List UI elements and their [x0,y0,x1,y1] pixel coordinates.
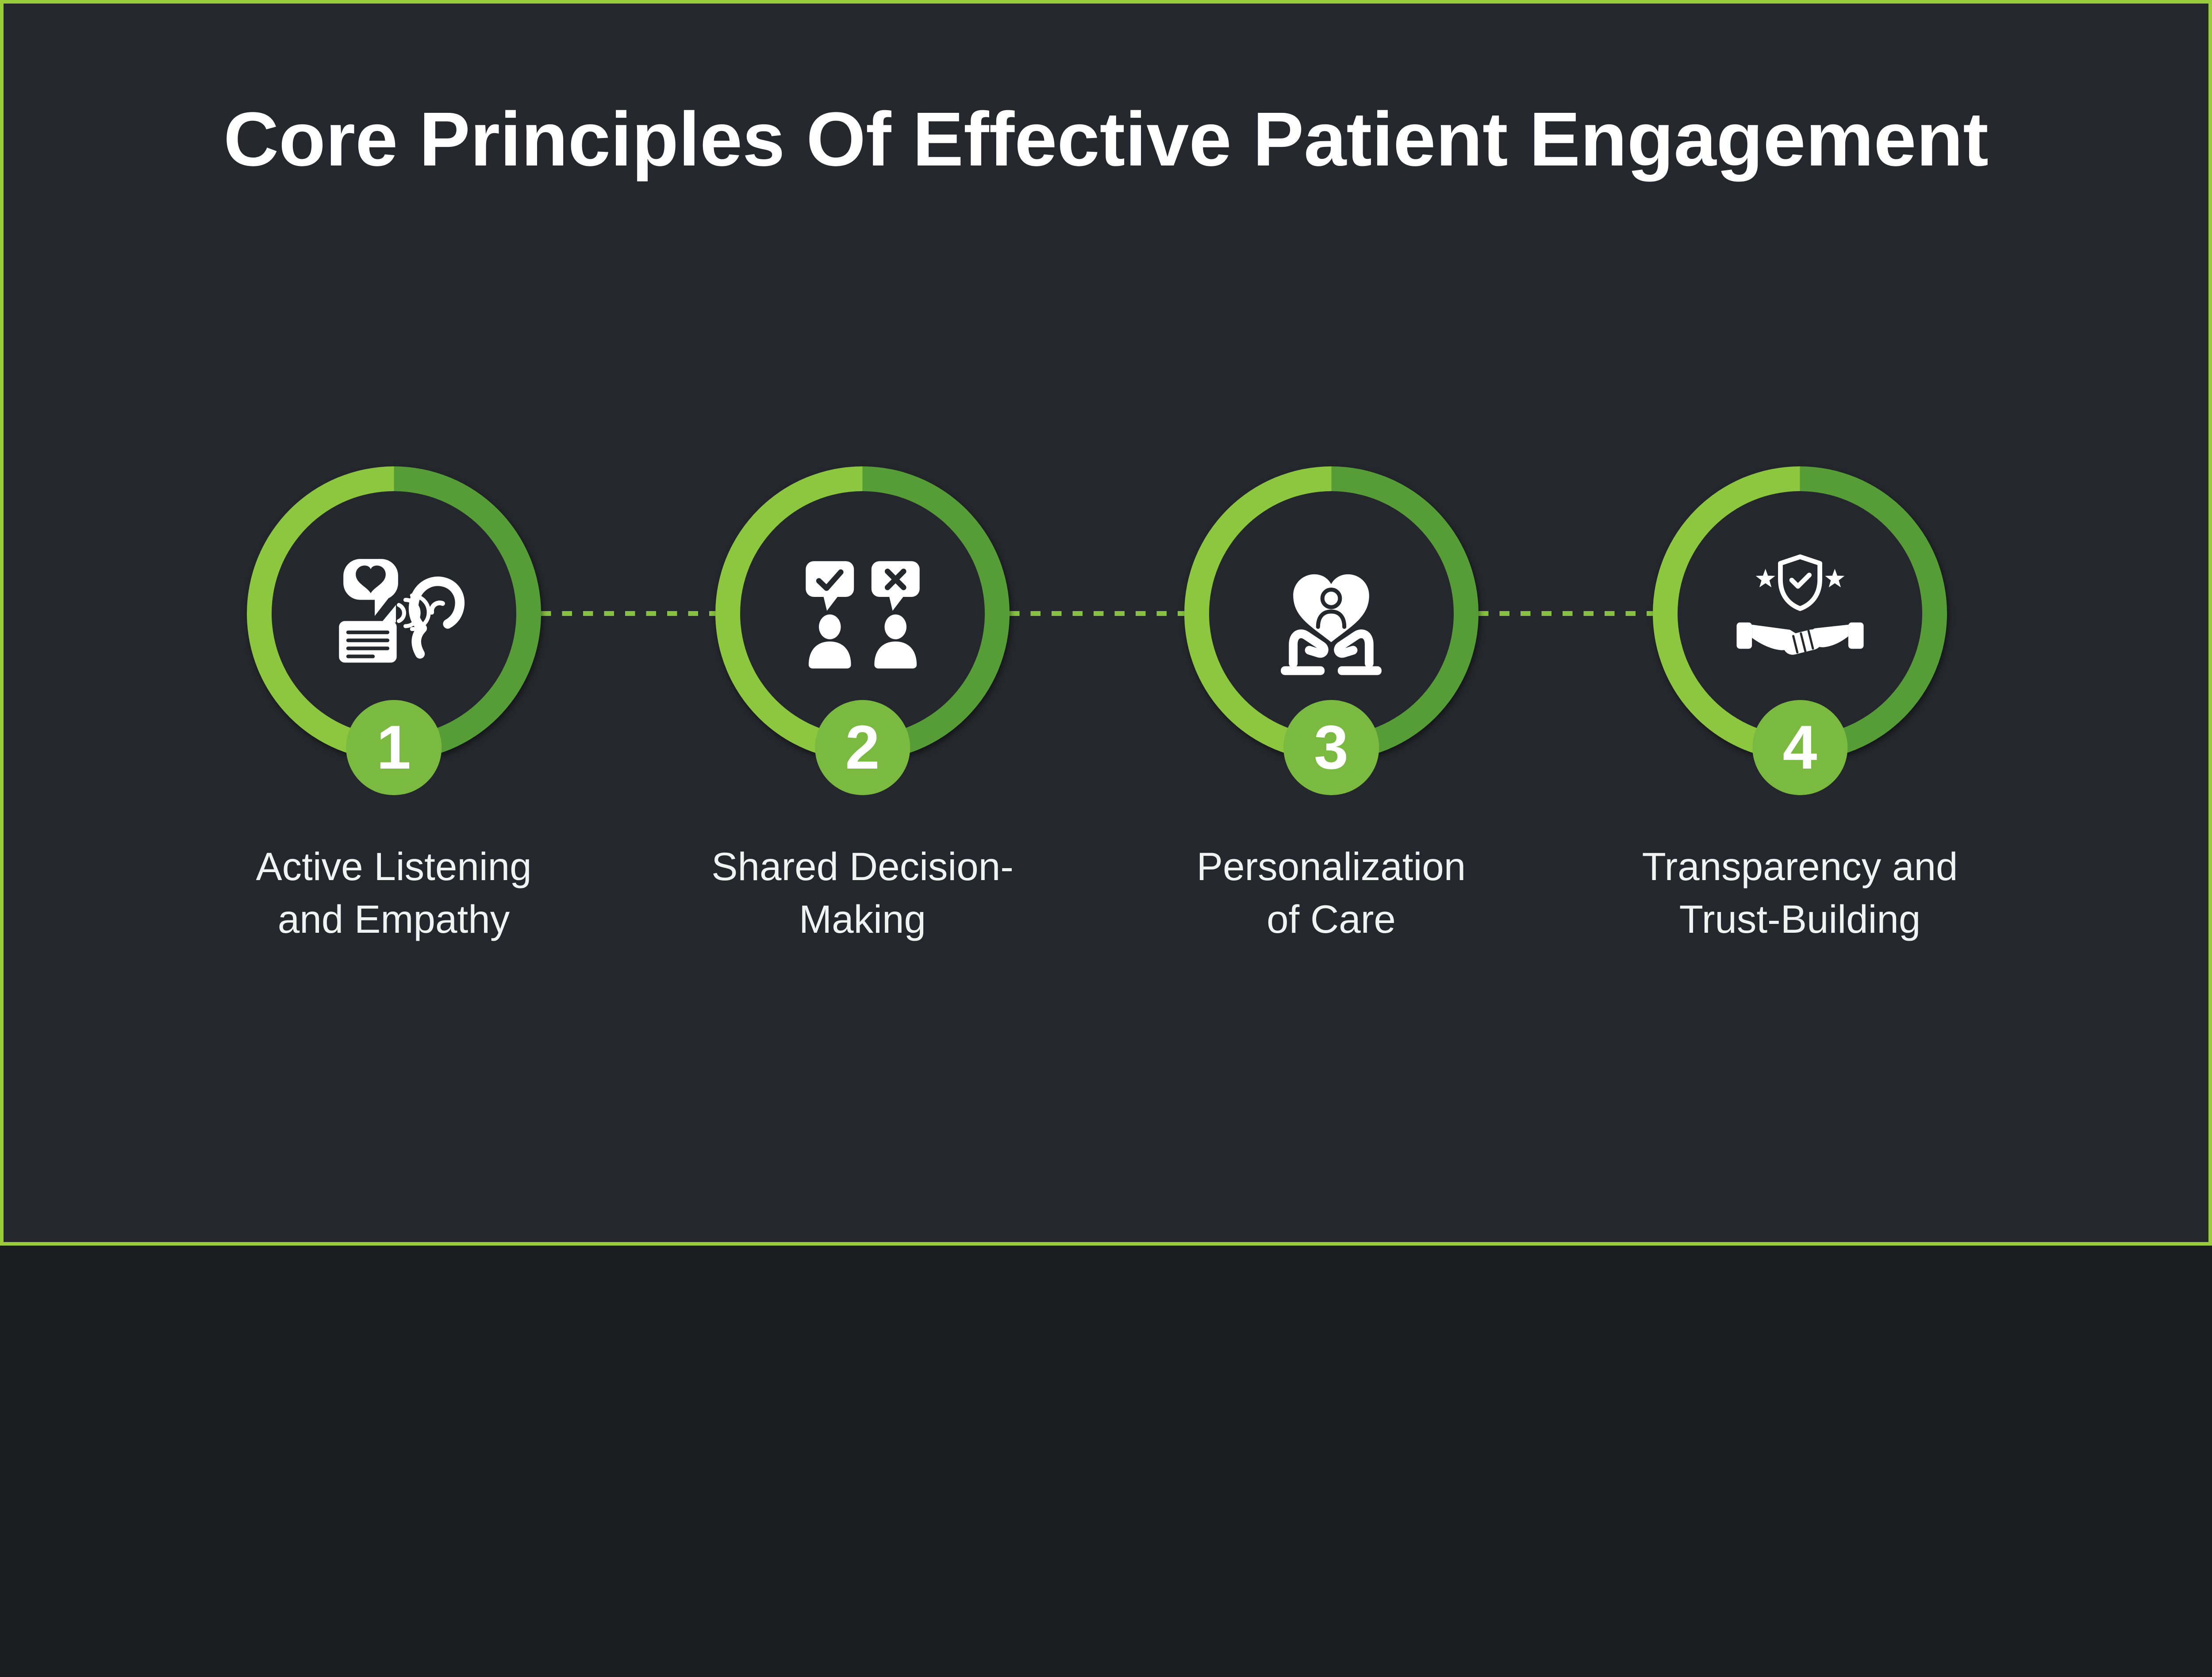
step-number: 1 [376,712,411,782]
step-number-badge: 4 [1752,700,1848,795]
step-label: Personalization of Care [1197,840,1466,946]
step-label-line: Shared Decision- [711,844,1014,889]
personalized-care-icon [1281,574,1382,675]
step-label-line: Active Listening [256,844,532,889]
step-label: Active Listening and Empathy [256,840,531,946]
step-number: 3 [1314,712,1348,782]
step-label-line: Making [799,897,926,941]
step-number-badge: 1 [346,700,442,795]
step-number: 2 [845,712,880,782]
step-label: Transparency and Trust-Building [1642,840,1958,946]
infographic-title: Core Principles Of Effective Patient Eng… [223,96,1989,182]
infographic-canvas: Core Principles Of Effective Patient Eng… [0,0,2212,1246]
step-number: 4 [1782,712,1817,782]
active-listening-icon [339,558,465,663]
step-3-ring-inner [1209,491,1454,736]
step-label-line: Transparency and [1642,844,1958,889]
step-label-line: and Empathy [277,897,510,941]
step-1-ring-inner [271,491,516,736]
step-label-line: of Care [1267,897,1396,941]
trust-handshake-icon [1736,554,1864,655]
step-2: 2 Shared Decision- Making [711,466,1014,941]
connector-dashed-line [1478,611,1653,616]
step-2-ring-inner [740,491,985,736]
step-number-badge: 3 [1283,700,1379,795]
step-4-ring-inner [1678,491,1922,736]
step-label-line: Trust-Building [1679,897,1921,941]
shared-decision-icon [805,561,920,669]
connector-dashed-line [541,611,715,616]
step-4: 4 Transparency and Trust-Building [1642,466,1958,941]
connector-dashed-line [1010,611,1184,616]
step-label-line: Personalization [1196,844,1466,889]
step-label: Shared Decision- Making [711,840,1014,946]
steps-row: 1 Active Listening and Empathy [246,466,1958,941]
step-3: 3 Personalization of Care [1184,466,1479,941]
step-1: 1 Active Listening and Empathy [246,466,541,941]
step-number-badge: 2 [814,700,910,795]
